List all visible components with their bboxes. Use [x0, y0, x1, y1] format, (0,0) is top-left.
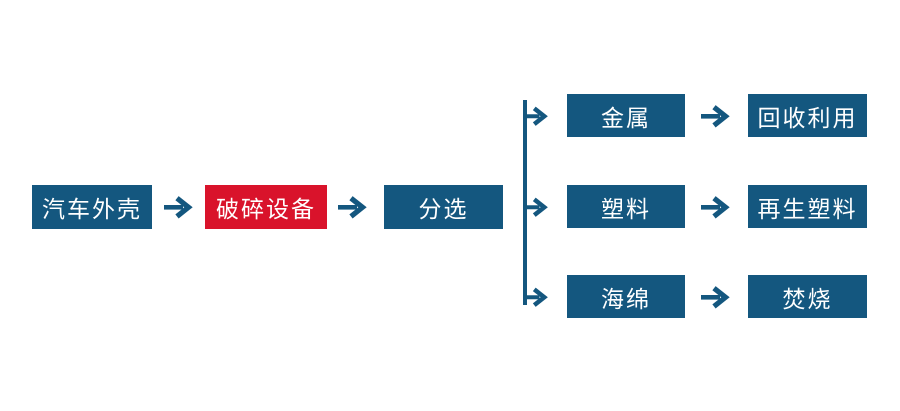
branch-node-metal-label: 金属: [601, 104, 651, 131]
arrow-right-icon: [701, 195, 731, 219]
branch-connector-line: [523, 100, 527, 305]
arrow-right-icon: [164, 195, 194, 219]
branch-node-metal: 金属: [567, 94, 685, 137]
flow-node-crusher: 破碎设备: [205, 185, 327, 229]
branch-node-metal-result-label: 回收利用: [757, 104, 858, 131]
arrow-right-icon: [523, 195, 549, 219]
branch-node-sponge-result: 焚烧: [748, 275, 867, 318]
arrow-right-icon: [701, 104, 731, 128]
branch-node-metal-result: 回收利用: [748, 94, 867, 137]
flow-node-sorting: 分选: [384, 185, 503, 229]
branch-node-plastic-result: 再生塑料: [748, 185, 867, 228]
branch-node-plastic-result-label: 再生塑料: [757, 195, 858, 222]
flow-node-source: 汽车外壳: [32, 185, 152, 229]
flow-node-crusher-label: 破碎设备: [216, 196, 316, 222]
arrow-right-icon: [338, 195, 368, 219]
branch-node-plastic-label: 塑料: [601, 195, 651, 222]
branch-node-plastic: 塑料: [567, 185, 685, 228]
flow-node-sorting-label: 分选: [418, 196, 469, 222]
branch-node-sponge-result-label: 焚烧: [782, 285, 833, 312]
arrow-right-icon: [523, 285, 549, 309]
branch-node-sponge: 海绵: [567, 275, 685, 318]
arrow-right-icon: [523, 104, 549, 128]
branch-node-sponge-label: 海绵: [601, 285, 651, 312]
arrow-right-icon: [701, 285, 731, 309]
flow-node-source-label: 汽车外壳: [42, 196, 142, 222]
